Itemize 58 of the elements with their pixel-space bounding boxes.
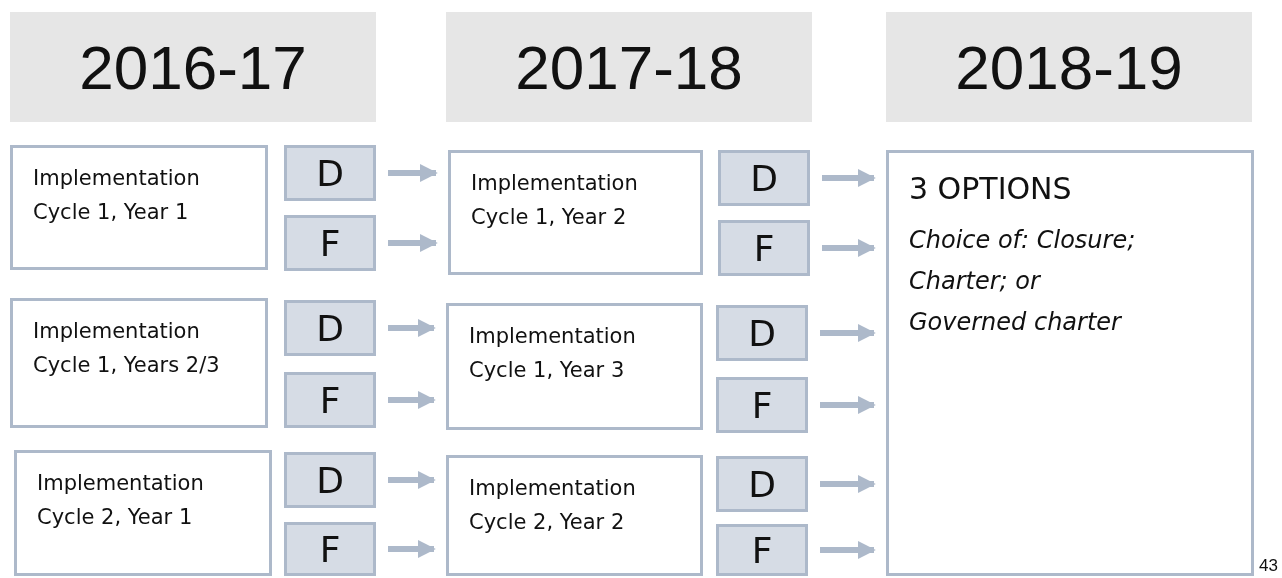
arrow — [388, 540, 436, 558]
status-box — [284, 452, 376, 508]
arrow — [388, 164, 438, 182]
stage-box — [10, 145, 268, 270]
box-heading: 3 OPTIONS — [909, 171, 1073, 206]
stage-box — [446, 303, 703, 430]
year-header — [10, 12, 376, 122]
options-box — [886, 150, 1254, 576]
arrow — [388, 471, 436, 489]
stage-box — [14, 450, 272, 576]
arrow — [822, 239, 876, 257]
status-letter: D — [748, 463, 776, 505]
status-letter: F — [751, 384, 773, 426]
arrow — [820, 396, 876, 414]
status-letter: D — [316, 459, 344, 501]
status-letter: D — [750, 157, 778, 199]
status-letter: F — [319, 528, 341, 570]
status-letter: F — [319, 379, 341, 421]
box-text: Implementation Cycle 1, Year 1 — [33, 165, 201, 226]
status-box — [718, 150, 810, 206]
year-label: 2017-18 — [515, 31, 743, 103]
status-letter: D — [316, 307, 344, 349]
page-number: 43 — [1259, 556, 1278, 576]
status-box — [284, 215, 376, 271]
arrow — [820, 324, 876, 342]
stage-box — [10, 298, 268, 428]
arrow — [820, 475, 876, 493]
box-text: Implementation Cycle 1, Year 2 — [471, 170, 639, 231]
status-box — [716, 377, 808, 433]
status-box — [716, 524, 808, 576]
status-letter: D — [316, 152, 344, 194]
arrow — [388, 391, 436, 409]
year-label: 2018-19 — [955, 31, 1183, 103]
arrow — [820, 541, 876, 559]
box-text: Choice of: Closure; Charter; or Governed charter — [909, 225, 1137, 338]
status-box — [716, 456, 808, 512]
status-letter: D — [748, 312, 776, 354]
box-text: Implementation Cycle 1, Years 2/3 — [33, 318, 221, 379]
arrow — [388, 319, 436, 337]
status-box — [716, 305, 808, 361]
status-box — [284, 372, 376, 428]
status-letter: F — [753, 227, 775, 269]
status-box — [284, 300, 376, 356]
box-text: Implementation Cycle 2, Year 1 — [37, 470, 205, 531]
status-letter: F — [751, 529, 773, 571]
arrow — [388, 234, 438, 252]
box-text: Implementation Cycle 2, Year 2 — [469, 475, 637, 536]
status-box — [718, 220, 810, 276]
status-box — [284, 522, 376, 576]
stage-box — [446, 455, 703, 576]
stage-box — [448, 150, 703, 275]
year-header — [886, 12, 1252, 122]
arrow — [822, 169, 876, 187]
year-label: 2016-17 — [79, 31, 307, 103]
status-letter: F — [319, 222, 341, 264]
status-box — [284, 145, 376, 201]
box-text: Implementation Cycle 1, Year 3 — [469, 323, 637, 384]
year-header — [446, 12, 812, 122]
